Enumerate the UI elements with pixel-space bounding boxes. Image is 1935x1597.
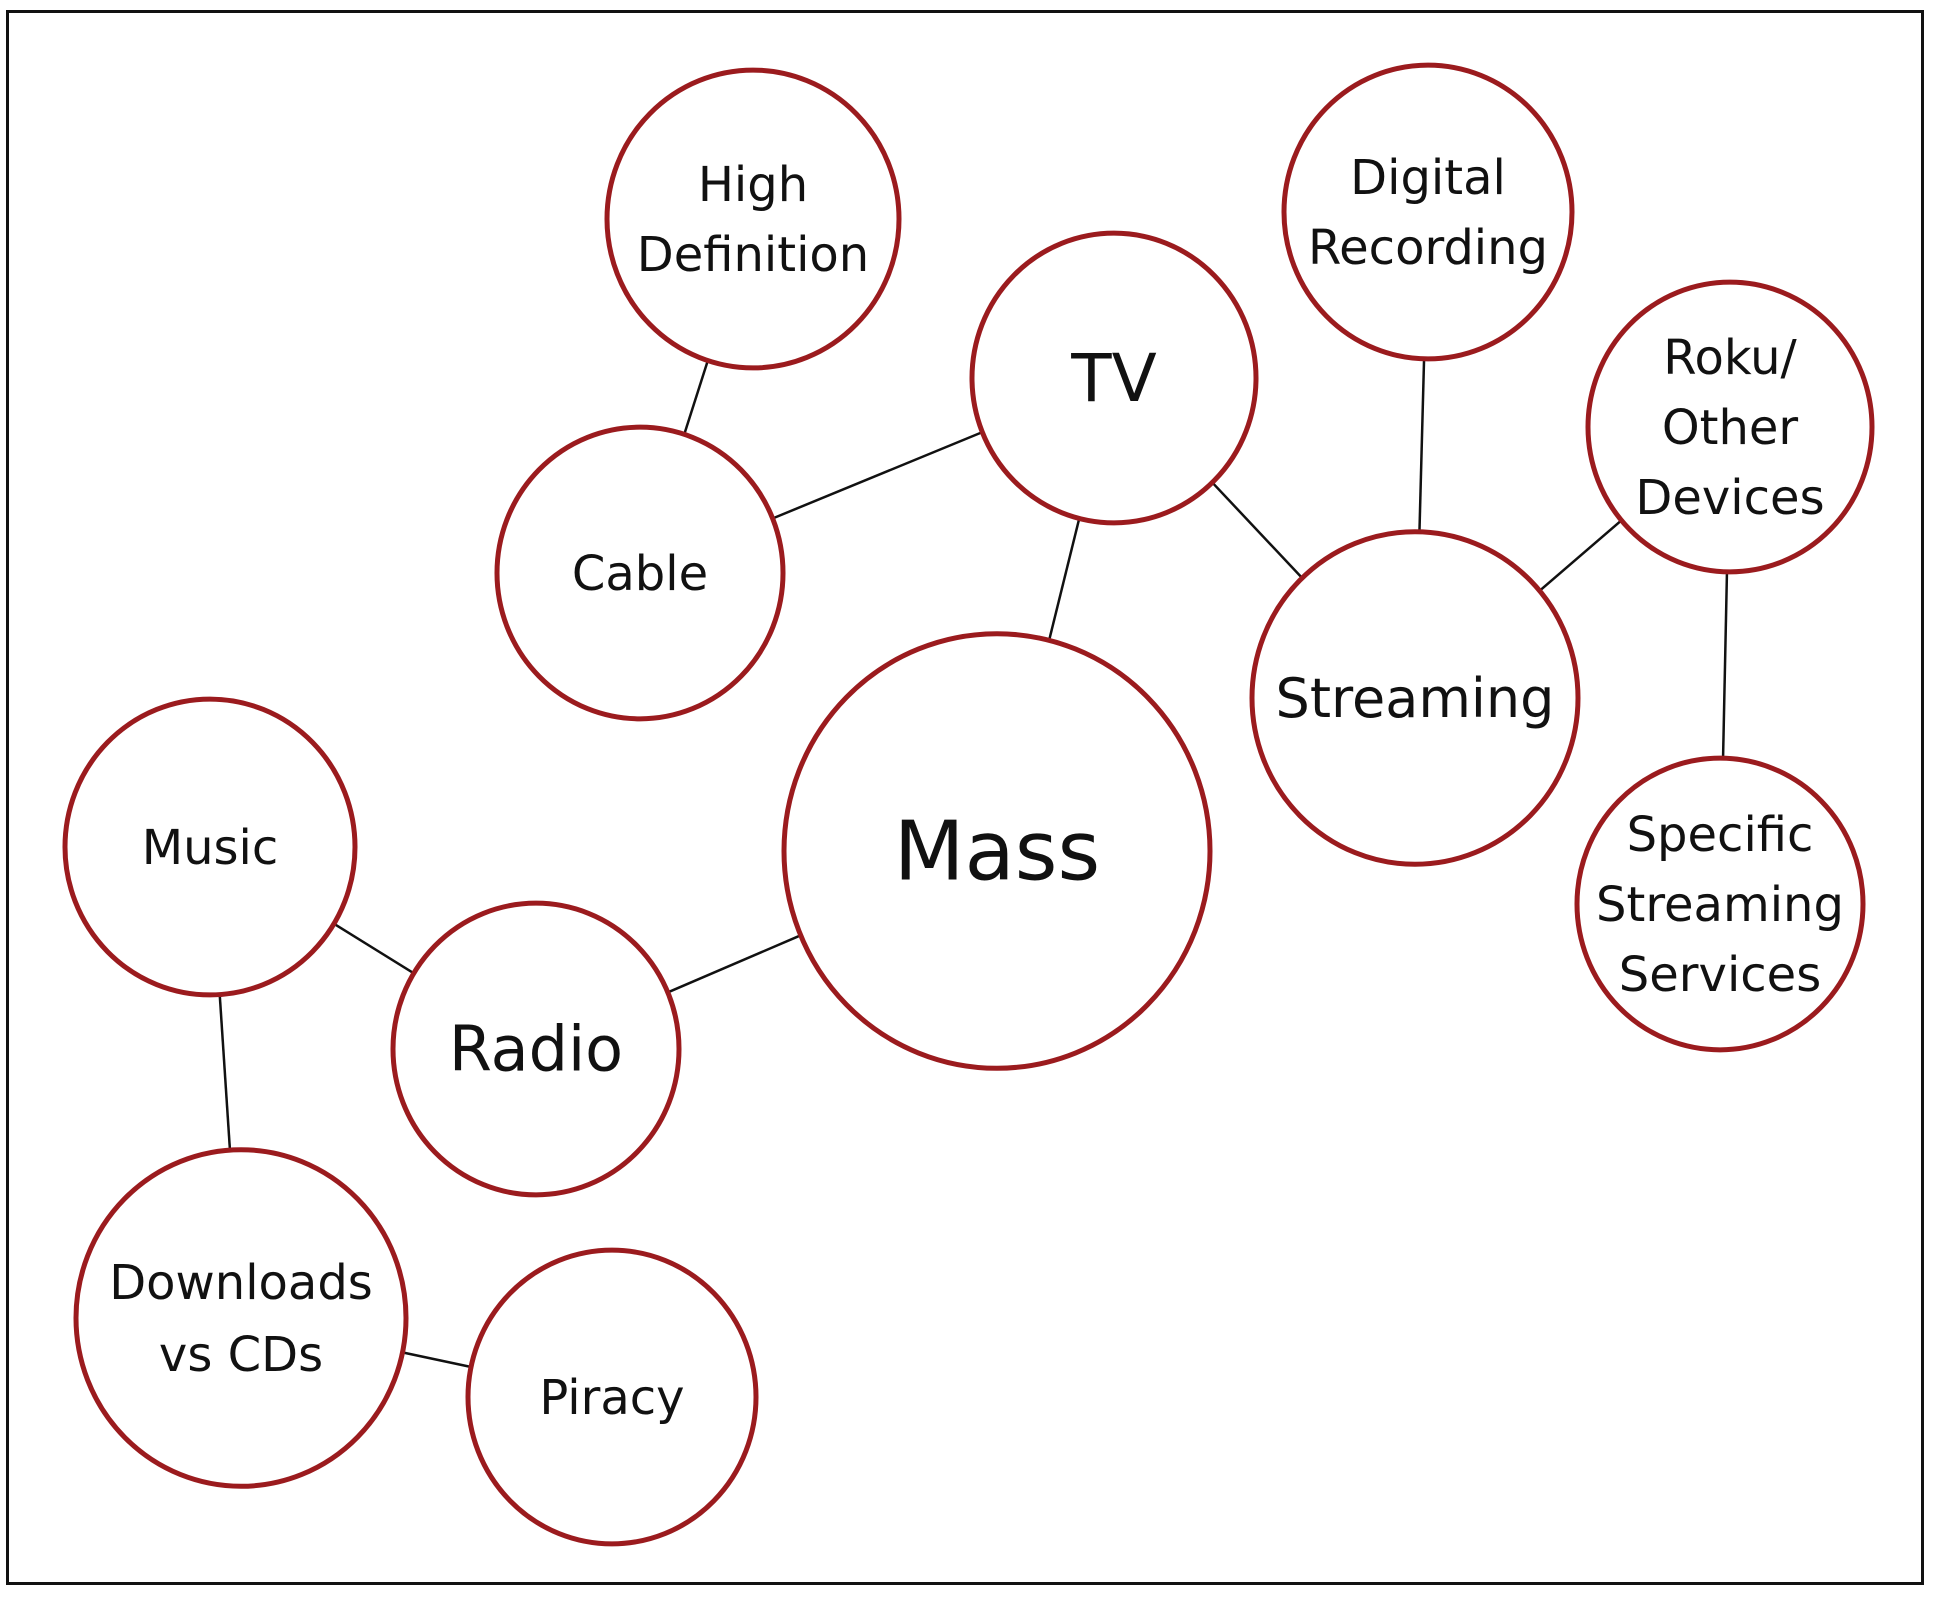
- node-tv: TV: [969, 230, 1259, 526]
- node-circle-radio: [390, 900, 682, 1198]
- node-label-mass: Mass: [894, 805, 1100, 900]
- node-label-downloads: Downloads: [109, 1255, 373, 1311]
- edges-layer: [218, 355, 1729, 1369]
- node-circle-streaming: [1249, 529, 1581, 867]
- node-label-music: Music: [142, 820, 279, 876]
- node-label-digital-recording: Recording: [1308, 220, 1548, 276]
- node-circle-cable: [494, 424, 786, 722]
- node-streaming: Streaming: [1249, 529, 1581, 867]
- edge-radio-music: [332, 922, 416, 975]
- node-label-downloads: vs CDs: [159, 1327, 323, 1383]
- edge-downloads-piracy: [402, 1351, 472, 1369]
- node-label-streaming: Streaming: [1276, 667, 1555, 730]
- node-label-roku: Devices: [1635, 470, 1824, 526]
- node-cable: Cable: [494, 424, 786, 722]
- node-label-roku: Roku/: [1663, 330, 1797, 386]
- node-circle-specific-streaming: [1574, 755, 1866, 1053]
- node-piracy: Piracy: [465, 1247, 759, 1547]
- node-circle-music: [62, 696, 358, 998]
- node-downloads: Downloads vs CDs: [73, 1147, 409, 1489]
- edge-roku-specific-streaming: [1721, 568, 1729, 762]
- node-mass: Mass: [781, 631, 1213, 1071]
- node-label-high-definition: Definition: [637, 227, 869, 283]
- node-music: Music: [62, 696, 358, 998]
- node-circle-high-definition: [604, 67, 902, 371]
- node-label-roku: Other: [1662, 400, 1799, 456]
- edge-music-downloads: [218, 991, 232, 1154]
- node-label-specific-streaming: Services: [1619, 947, 1821, 1003]
- node-label-radio: Radio: [449, 1013, 623, 1086]
- node-label-high-definition: High: [698, 157, 808, 213]
- node-label-tv: TV: [1070, 340, 1156, 417]
- node-label-cable: Cable: [572, 546, 708, 602]
- edge-mass-radio: [666, 933, 802, 994]
- node-circle-roku: [1585, 279, 1875, 575]
- node-label-specific-streaming: Specific: [1627, 807, 1814, 863]
- node-label-digital-recording: Digital: [1350, 150, 1506, 206]
- edge-tv-mass: [1046, 515, 1082, 645]
- node-circle-tv: [969, 230, 1259, 526]
- edge-digital-recording-streaming: [1418, 355, 1426, 536]
- edge-tv-streaming: [1210, 480, 1305, 581]
- node-circle-mass: [781, 631, 1213, 1071]
- node-label-specific-streaming: Streaming: [1596, 877, 1844, 933]
- edge-streaming-roku: [1537, 518, 1624, 593]
- node-circle-digital-recording: [1281, 62, 1575, 362]
- node-circle-piracy: [465, 1247, 759, 1547]
- node-circle-downloads: [73, 1147, 409, 1489]
- edge-high-definition-cable: [682, 357, 710, 438]
- node-radio: Radio: [390, 900, 682, 1198]
- edge-cable-tv: [771, 430, 984, 520]
- node-label-piracy: Piracy: [539, 1370, 684, 1426]
